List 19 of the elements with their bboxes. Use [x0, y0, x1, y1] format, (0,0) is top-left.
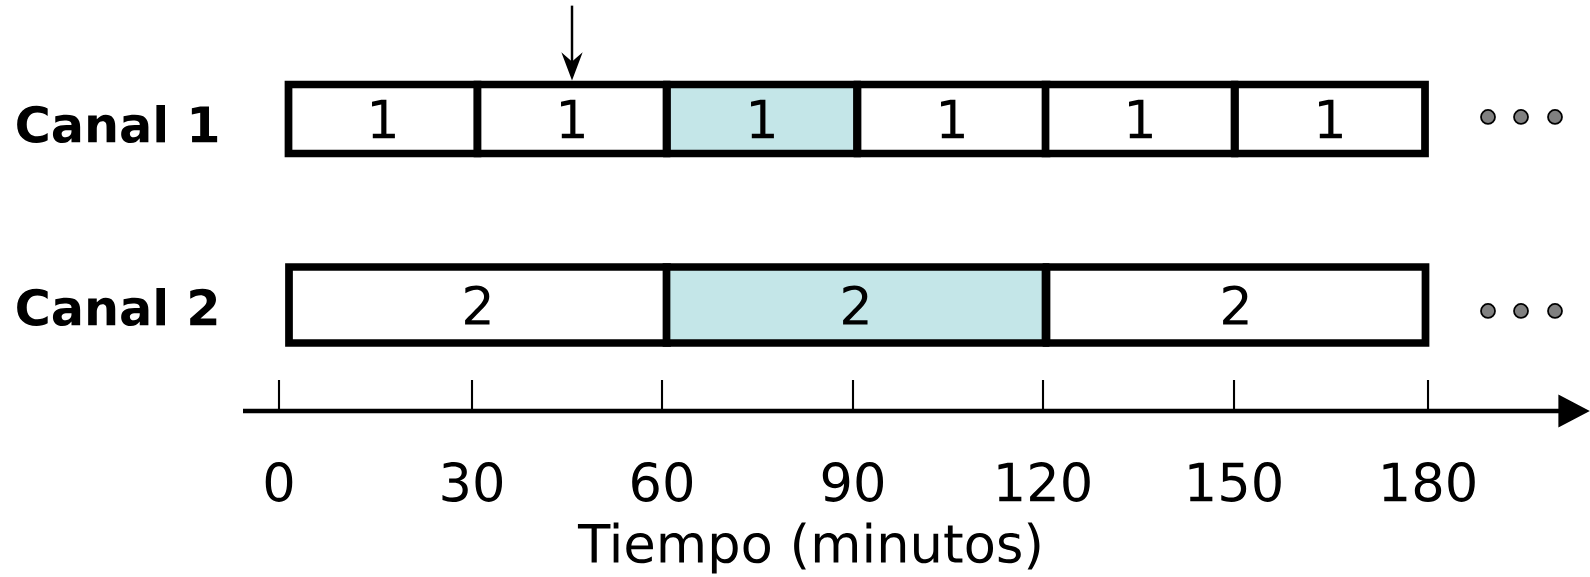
channel-label: Canal 1: [17, 104, 218, 144]
channel-label: Canal 2: [17, 287, 217, 327]
tick-label: 60: [632, 462, 693, 502]
tick-label: 0: [265, 462, 293, 502]
tick-label: 120: [998, 462, 1090, 502]
time-slot-box: 1: [1041, 80, 1239, 158]
time-slot-box: 1: [663, 80, 861, 158]
tick-label: 30: [442, 462, 503, 502]
time-slot-box: 1: [853, 80, 1051, 158]
tick-label: 180: [1383, 462, 1475, 502]
axis-title: Tiempo (minutos): [577, 522, 1040, 574]
time-slot-box: 2: [1042, 263, 1430, 347]
time-slot-box: 2: [285, 263, 671, 347]
tick-label: 90: [822, 462, 884, 502]
tick-label: 150: [1189, 462, 1281, 502]
time-slot-box: 1: [284, 80, 482, 158]
time-slot-box: 1: [473, 80, 671, 158]
time-slot-box: 2: [662, 263, 1050, 347]
time-slot-box: 1: [1231, 80, 1429, 158]
